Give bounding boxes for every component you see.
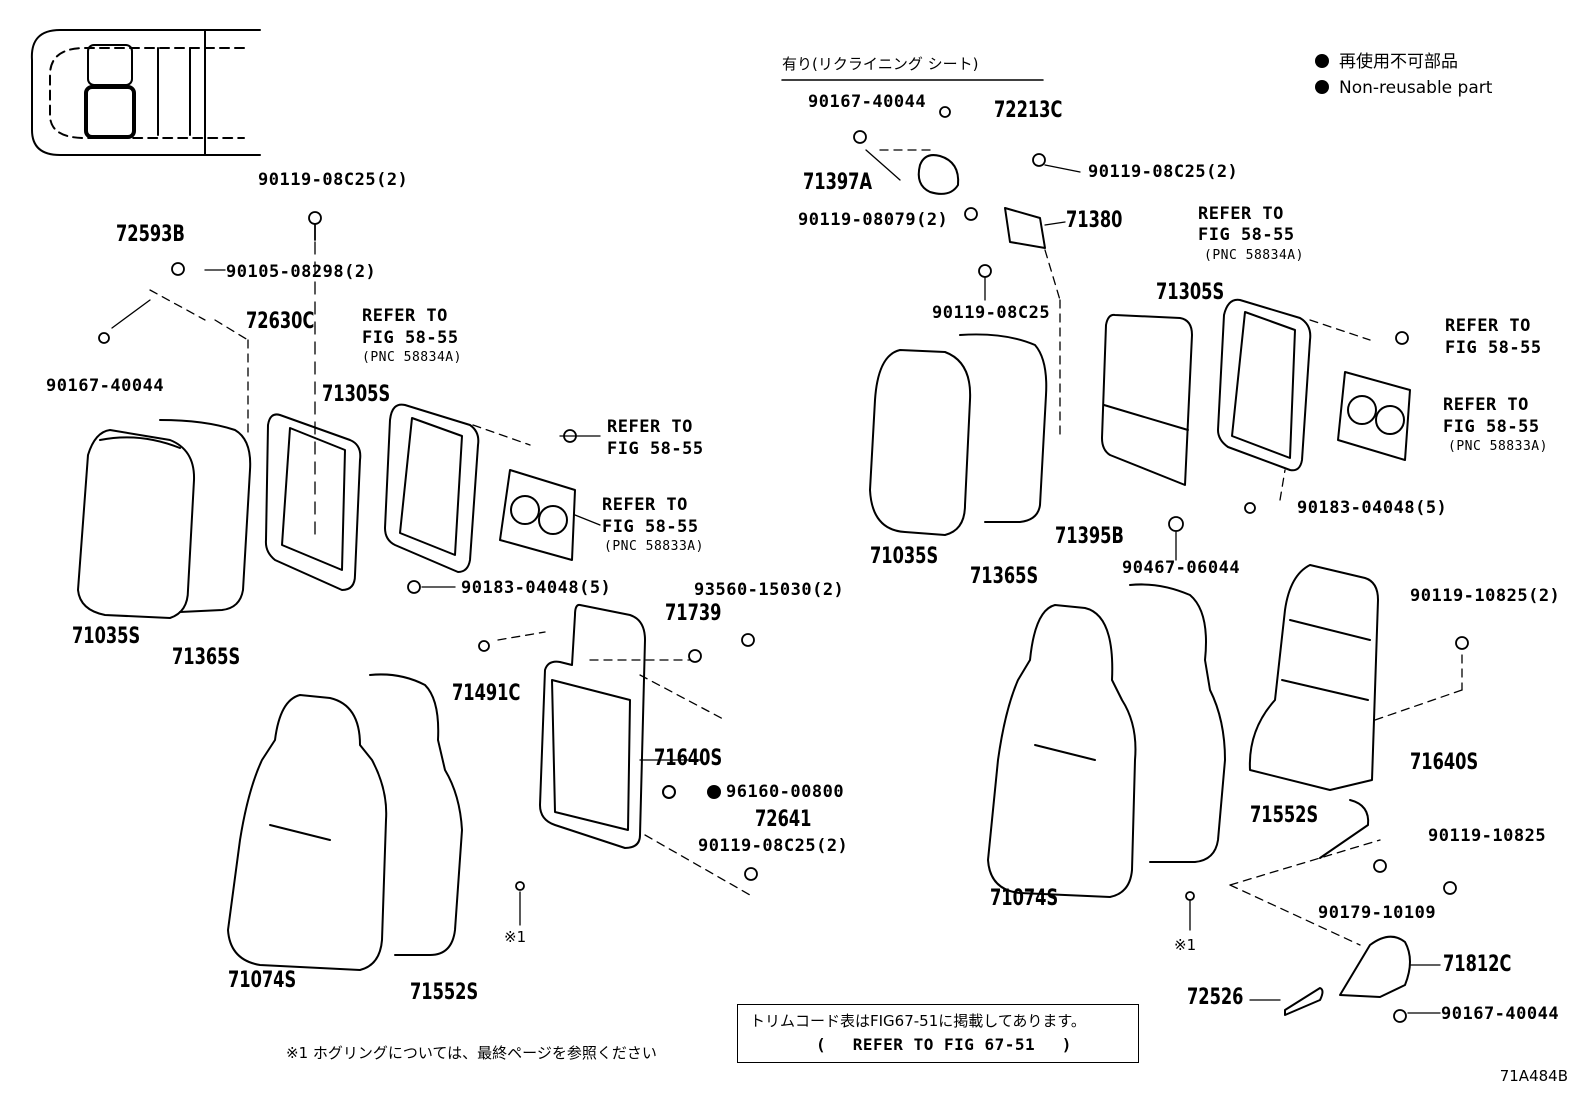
part-label: 71035S xyxy=(72,624,141,649)
part-label: FIG 58-55 xyxy=(602,517,699,537)
part-label: 90167-40044 xyxy=(808,92,927,112)
recliner-knob-cover xyxy=(1284,935,1411,1016)
part-label: 71380 xyxy=(1066,208,1123,233)
speaker-grille-right xyxy=(1337,371,1411,461)
part-label: 71812C xyxy=(1443,952,1512,977)
recliner-cover-part xyxy=(917,154,960,195)
figure-code: 71A484B xyxy=(1499,1067,1568,1085)
part-label: 90119-08C25(2) xyxy=(258,170,409,190)
part-label: 90119-10825 xyxy=(1428,826,1547,846)
part-label: REFER TO xyxy=(607,417,693,437)
part-label: 90119-08079(2) xyxy=(798,210,949,230)
note-line-2: ( REFER TO FIG 67-51 ) xyxy=(816,1035,1072,1054)
part-label: 71397A xyxy=(803,170,873,195)
seatback-frame-left xyxy=(539,603,646,849)
part-label: FIG 58-55 xyxy=(1198,225,1295,245)
headrest-frame-right xyxy=(1101,313,1193,486)
seatback-cover-left xyxy=(227,673,463,971)
leader-lines xyxy=(111,149,1463,1014)
vehicle-locator-icon xyxy=(30,29,261,156)
headrest-cover-left xyxy=(77,419,252,619)
part-label: 90183-04048(5) xyxy=(1297,498,1448,518)
seatback-frame-right xyxy=(1248,564,1379,859)
part-label: 71395B xyxy=(1055,524,1124,549)
part-label: 90119-08C25 xyxy=(932,303,1051,323)
seatback-cover-right xyxy=(987,583,1226,898)
part-label: REFER TO xyxy=(602,495,688,515)
non-reusable-dot-icon xyxy=(1315,80,1329,94)
part-label: 72593B xyxy=(116,222,185,247)
part-label: 90183-04048(5) xyxy=(461,578,612,598)
part-label: 90167-40044 xyxy=(46,376,165,396)
part-label: 90167-40044 xyxy=(1441,1004,1560,1024)
part-label: 96160-00800 xyxy=(726,782,845,802)
part-label: 90467-06044 xyxy=(1122,558,1241,578)
part-label: 71305S xyxy=(1156,280,1225,305)
part-label: 71491C xyxy=(452,681,521,706)
part-label: REFER TO xyxy=(362,306,448,326)
part-label: 72526 xyxy=(1187,985,1244,1010)
part-label: 72630C xyxy=(246,309,315,334)
headrest-panel-left xyxy=(384,403,480,573)
part-label: 71640S xyxy=(1410,750,1479,775)
part-label: 71305S xyxy=(322,382,391,407)
part-label: 93560-15030(2) xyxy=(694,580,845,600)
part-label: ※1 xyxy=(1174,936,1197,954)
part-label: FIG 58-55 xyxy=(1443,417,1540,437)
part-label: 71552S xyxy=(1250,803,1319,828)
trim-code-note: トリムコード表はFIG67-51に掲載してあります。 ( REFER TO FI… xyxy=(737,1004,1139,1063)
part-label: 71074S xyxy=(990,886,1059,911)
part-label: 90179-10109 xyxy=(1318,903,1437,923)
part-label: 90119-08C25(2) xyxy=(698,836,849,856)
legend-item-en: Non-reusable part xyxy=(1315,80,1492,97)
part-label: ※1 xyxy=(504,928,527,946)
headrest-cover-right xyxy=(869,333,1048,536)
non-reusable-marker xyxy=(707,785,721,799)
part-label: 71552S xyxy=(410,980,479,1005)
part-label: (PNC 58833A) xyxy=(604,539,704,554)
part-label: (PNC 58833A) xyxy=(1448,439,1548,454)
headrest-panel-right xyxy=(1217,298,1312,472)
part-label: 71035S xyxy=(870,544,939,569)
option-heading: 有り(リクライニング シート) xyxy=(782,55,979,73)
part-label: (PNC 58834A) xyxy=(362,350,462,365)
footnote: ※1 ホグリングについては、最終ページを参照ください xyxy=(286,1044,657,1062)
non-reusable-dot-icon xyxy=(1315,54,1329,68)
speaker-grille-left xyxy=(499,469,576,561)
part-label: 71365S xyxy=(172,645,241,670)
part-label: 71739 xyxy=(665,601,722,626)
part-label: (PNC 58834A) xyxy=(1204,248,1304,263)
part-label: 90105-08298(2) xyxy=(226,262,377,282)
part-label: 90119-08C25(2) xyxy=(1088,162,1239,182)
part-label: FIG 58-55 xyxy=(1445,338,1542,358)
recliner-bracket xyxy=(1004,207,1046,249)
part-label: 71640S xyxy=(654,746,723,771)
part-label: 72213C xyxy=(994,98,1063,123)
headrest-frame-left xyxy=(264,413,362,591)
part-label: 71365S xyxy=(970,564,1039,589)
part-label: REFER TO xyxy=(1198,204,1284,224)
part-label: FIG 58-55 xyxy=(362,328,459,348)
part-label: 90119-10825(2) xyxy=(1410,586,1561,606)
part-label: REFER TO xyxy=(1443,395,1529,415)
note-line-1: トリムコード表はFIG67-51に掲載してあります。 xyxy=(750,1012,1086,1030)
legend-item-jp: 再使用不可部品 xyxy=(1315,54,1458,71)
part-label: 71074S xyxy=(228,968,297,993)
part-label: FIG 58-55 xyxy=(607,439,704,459)
part-label: 72641 xyxy=(755,807,812,832)
part-label: REFER TO xyxy=(1445,316,1531,336)
